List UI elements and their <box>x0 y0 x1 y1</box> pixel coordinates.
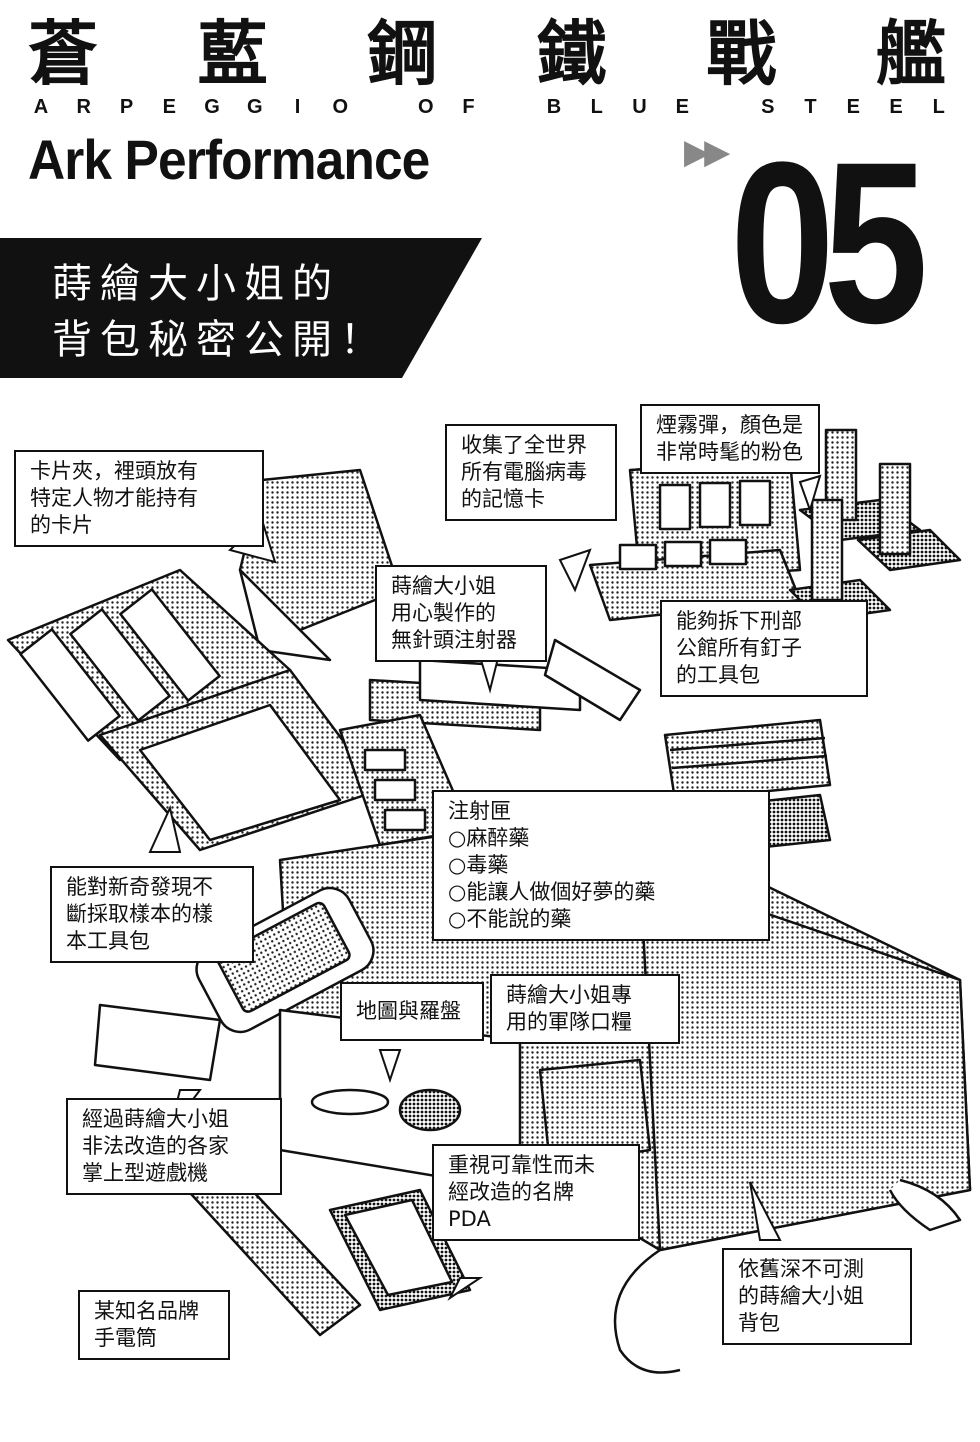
callout-text: 重視可靠性而未 <box>448 1153 595 1177</box>
callout-text: 的工具包 <box>676 663 760 687</box>
page-title: 蒼 藍 鋼 鐵 戰 艦 <box>28 14 948 94</box>
title-char: 鋼 <box>367 12 440 95</box>
banner-line: 背包秘密公開！ <box>52 317 388 363</box>
callout-text: 卡片夾，裡頭放有 <box>30 459 198 483</box>
subtitle-letter: E <box>889 96 903 118</box>
callout-text: 的蒔繪大小姐 <box>738 1284 864 1308</box>
double-arrow-icon: ▶▶ <box>684 132 730 172</box>
issue-number: 05 <box>730 114 928 371</box>
callout-text: 經過蒔繪大小姐 <box>82 1107 229 1131</box>
callout-card-holder: 卡片夾，裡頭放有 特定人物才能持有 的卡片 <box>14 450 264 547</box>
subtitle-letter: E <box>675 96 689 118</box>
title-char: 艦 <box>875 12 948 95</box>
subtitle-letter: O <box>332 96 349 118</box>
callout-text: PDA <box>448 1207 491 1231</box>
injector-illustration <box>368 638 642 732</box>
callout-text: 無針頭注射器 <box>391 628 517 652</box>
memory-card-case-illustration <box>588 458 802 622</box>
callout-text: 煙霧彈，顏色是 <box>656 413 803 437</box>
callout-text: 斷採取樣本的樣 <box>66 902 213 926</box>
subtitle-letter: E <box>846 96 860 118</box>
subtitle-letter: R <box>76 96 91 118</box>
callout-text: 能對新奇發現不 <box>66 875 213 899</box>
subtitle-letter: L <box>932 96 945 118</box>
callout-rations: 蒔繪大小姐專 用的軍隊口糧 <box>490 974 680 1044</box>
callout-flashlight: 某知名品牌 手電筒 <box>78 1290 230 1360</box>
banner-shape <box>0 238 482 378</box>
callout-text: ○毒藥 <box>448 853 509 877</box>
callout-text: 注射匣 <box>448 799 511 823</box>
subtitle-letter: E <box>162 96 176 118</box>
subtitle-letter: P <box>119 96 134 118</box>
sample-kit-illustration <box>6 568 382 852</box>
subtitle-letter: O <box>417 96 434 118</box>
items-illustration <box>6 428 972 1374</box>
title-char: 鐵 <box>536 12 609 95</box>
callout-text: 非常時髦的粉色 <box>656 440 803 464</box>
callout-text: 公館所有釘子 <box>676 636 802 660</box>
title-char: 蒼 <box>28 12 100 95</box>
callout-sample-kit: 能對新奇發現不 斷採取樣本的樣 本工具包 <box>50 866 254 963</box>
callout-map-compass: 地圖與羅盤 <box>340 982 484 1041</box>
callout-text: 經改造的名牌 <box>448 1180 574 1204</box>
callout-text: 依舊深不可測 <box>738 1257 864 1281</box>
callout-text: ○能讓人做個好夢的藥 <box>448 880 656 904</box>
rations-illustration <box>538 1058 652 1167</box>
title-char: 藍 <box>197 12 270 95</box>
subtitle-letter: G <box>204 96 220 118</box>
card-holder-illustration <box>238 468 402 662</box>
game-console-illustration <box>93 886 375 1082</box>
subtitle-english: A R P E G G I O O F B L U E S T E E L <box>30 96 950 118</box>
callout-text: 的記憶卡 <box>461 487 545 511</box>
callout-text: 某知名品牌 <box>94 1299 199 1323</box>
callout-text: 掌上型遊戲機 <box>82 1161 208 1185</box>
callout-text: 蒔繪大小姐 <box>391 574 496 598</box>
subtitle-letter: B <box>546 96 562 118</box>
callout-text: 蒔繪大小姐專 <box>506 983 632 1007</box>
callout-tool-kit: 能夠拆下刑部 公館所有釘子 的工具包 <box>660 600 868 697</box>
callout-text: 所有電腦病毒 <box>461 460 587 484</box>
callout-pda: 重視可靠性而未 經改造的名牌 PDA <box>432 1144 640 1241</box>
title-char: 戰 <box>706 12 779 95</box>
callout-text: ○麻醉藥 <box>448 826 530 850</box>
banner-line: 蒔繪大小姐的 <box>52 261 340 307</box>
banner-text: 蒔繪大小姐的 背包秘密公開！ <box>52 256 388 368</box>
callout-text: ○不能說的藥 <box>448 907 572 931</box>
subtitle-letter: A <box>33 96 49 118</box>
subtitle-letter: G <box>246 96 263 118</box>
subtitle-letter: I <box>294 96 301 118</box>
subtitle-letter: F <box>462 96 475 118</box>
callout-smoke-grenade: 煙霧彈，顏色是 非常時髦的粉色 <box>640 404 820 474</box>
callout-text: 本工具包 <box>66 929 150 953</box>
subtitle-letter: L <box>590 96 603 118</box>
subtitle-letter <box>372 96 394 118</box>
callout-text: 地圖與羅盤 <box>356 999 461 1023</box>
callout-text: 收集了全世界 <box>461 433 587 457</box>
callout-text: 能夠拆下刑部 <box>676 609 802 633</box>
callout-syringe-box: 注射匣 ○麻醉藥 ○毒藥 ○能讓人做個好夢的藥 ○不能說的藥 <box>432 790 770 941</box>
callout-game-consoles: 經過蒔繪大小姐 非法改造的各家 掌上型遊戲機 <box>66 1098 282 1195</box>
callout-memory-card: 收集了全世界 所有電腦病毒 的記憶卡 <box>445 424 617 521</box>
callout-backpack: 依舊深不可測 的蒔繪大小姐 背包 <box>722 1248 912 1345</box>
subtitle-letter: U <box>632 96 647 118</box>
headline-banner: 蒔繪大小姐的 背包秘密公開！ <box>0 238 520 378</box>
callout-text: 背包 <box>738 1311 780 1335</box>
callout-text: 用心製作的 <box>391 601 496 625</box>
callout-text: 手電筒 <box>94 1326 157 1350</box>
callout-text: 用的軍隊口糧 <box>506 1010 632 1034</box>
callout-text: 特定人物才能持有 <box>30 486 198 510</box>
subtitle-letter: T <box>804 96 817 118</box>
callout-injector: 蒔繪大小姐 用心製作的 無針頭注射器 <box>375 565 547 662</box>
callout-text: 的卡片 <box>30 513 93 537</box>
callout-text: 非法改造的各家 <box>82 1134 229 1158</box>
subtitle-letter <box>500 96 522 118</box>
series-name: Ark Performance <box>28 128 430 191</box>
subtitle-letter: S <box>761 96 775 118</box>
